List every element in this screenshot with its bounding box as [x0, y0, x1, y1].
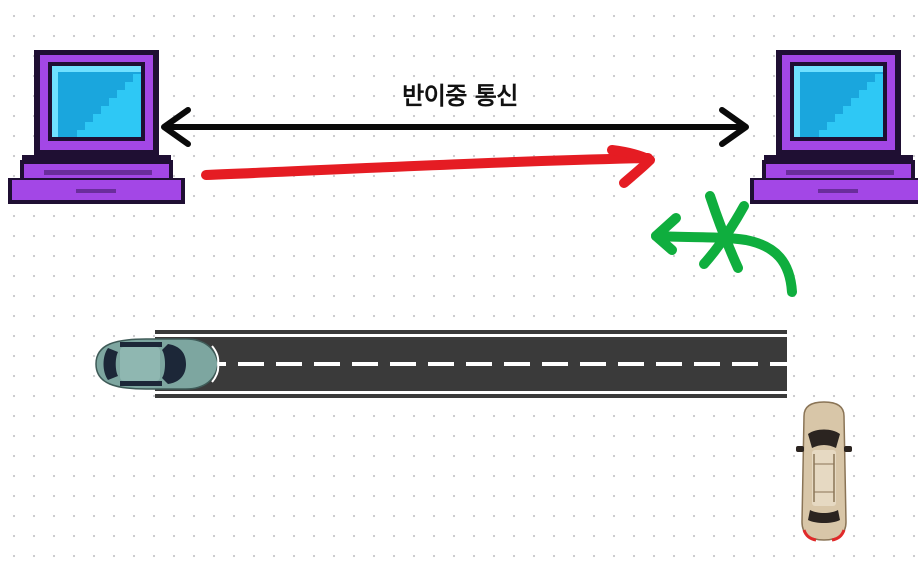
car-beige-icon: [794, 400, 854, 542]
car-teal-icon: [95, 338, 220, 390]
diagram-title: 반이중 통신: [402, 82, 518, 110]
road: [155, 330, 787, 398]
blocked-arrow-green: [651, 191, 797, 297]
bidirectional-arrow: [161, 107, 749, 147]
laptop-right-icon: [750, 50, 918, 204]
transmit-arrow-red: [201, 145, 655, 188]
laptop-left-icon: [8, 50, 185, 204]
